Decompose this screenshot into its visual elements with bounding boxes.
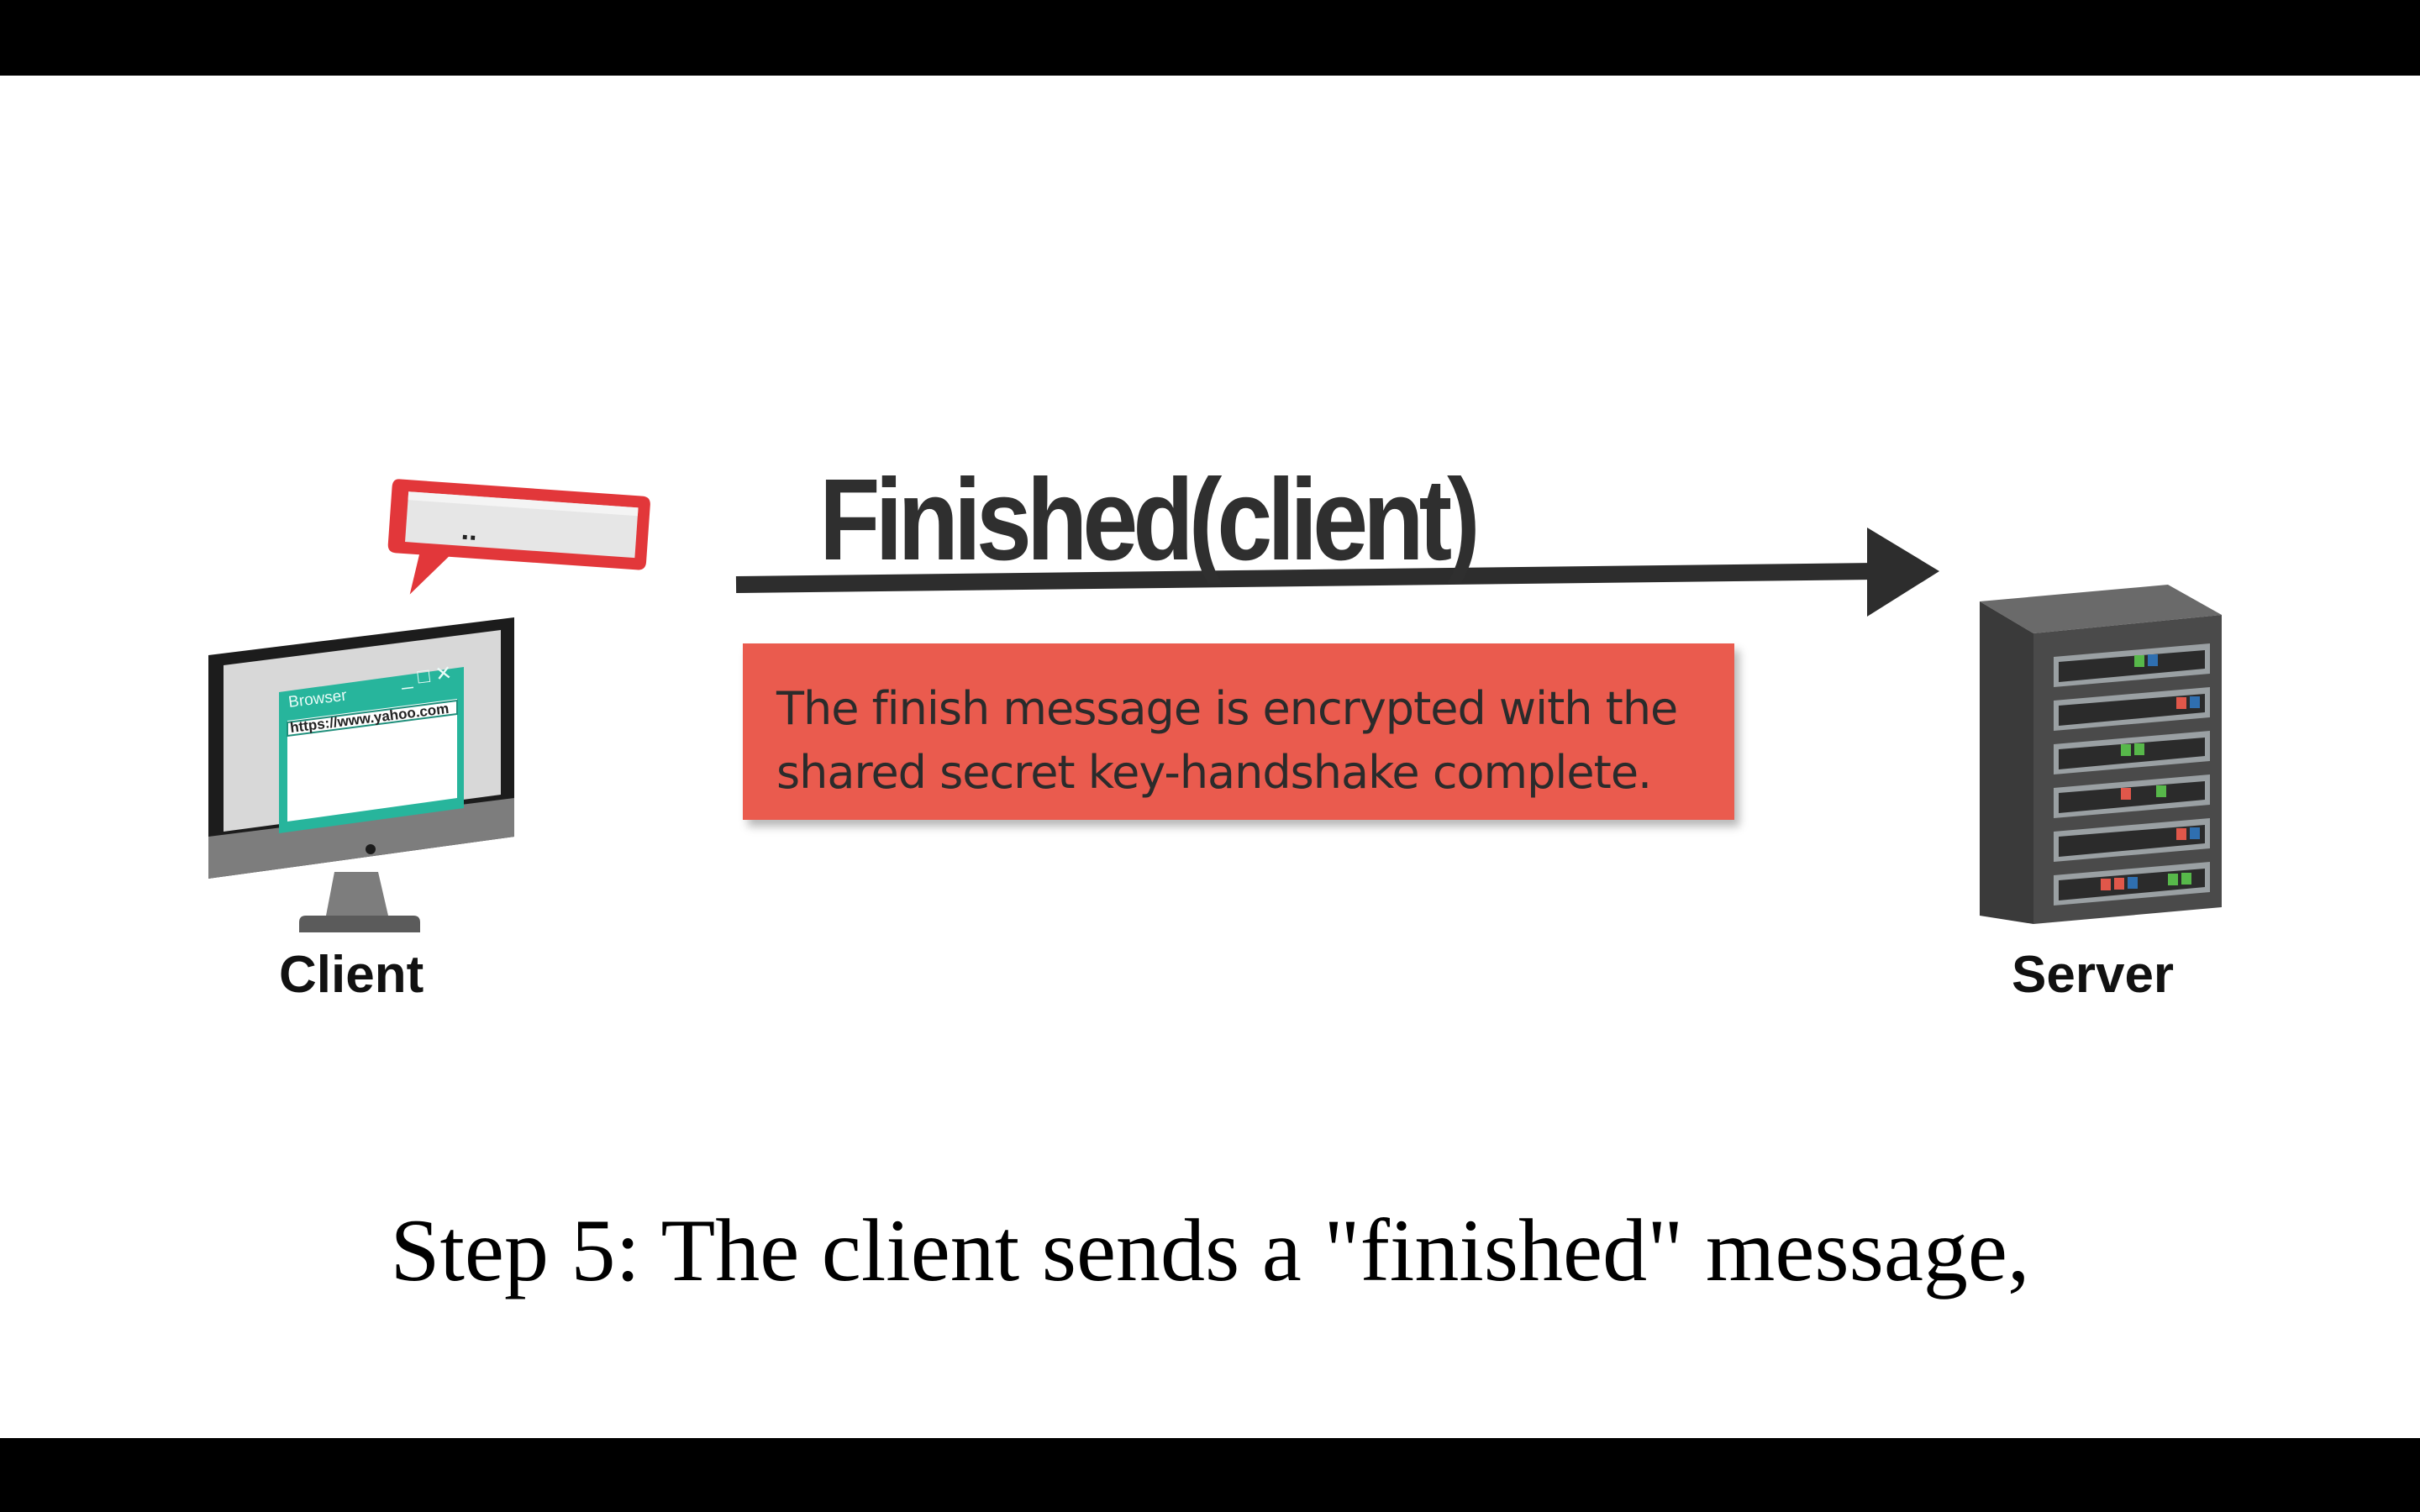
- diagram-canvas: .. Browser _ □ ✕ https://www: [208, 479, 2222, 932]
- desktop-monitor-icon: Browser _ □ ✕ https://www.yahoo.com: [208, 617, 514, 932]
- speech-bubble-text: ..: [460, 514, 479, 547]
- subtitle-caption: Step 5: The client sends a "finished" me…: [390, 1201, 2030, 1299]
- info-box-text: The finish message is encrypted with the…: [776, 682, 1678, 799]
- letterbox-top: [0, 0, 2420, 76]
- letterbox-bottom: [0, 1438, 2420, 1512]
- client-label: Client: [279, 946, 424, 1004]
- slide-stage: .. Browser _ □ ✕ https://www: [0, 76, 2420, 1438]
- message-title: Finished(client): [819, 455, 1481, 585]
- speech-bubble-icon: ..: [387, 479, 650, 595]
- arrow-right-icon: [735, 528, 1939, 617]
- info-box: The finish message is encrypted with the…: [743, 643, 1734, 820]
- server-drive-bays: [2054, 643, 2210, 906]
- server-rack-icon: [1980, 585, 2222, 924]
- server-label: Server: [2012, 946, 2175, 1004]
